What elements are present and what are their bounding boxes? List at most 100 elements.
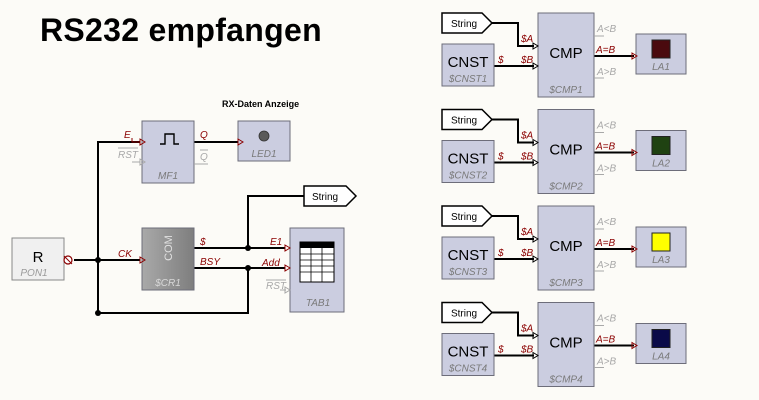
lamp-label: LA2 bbox=[652, 159, 670, 170]
tab-block[interactable]: E1 Add RST TAB1 bbox=[261, 227, 345, 313]
string-tag[interactable]: String bbox=[441, 205, 494, 227]
pulse-icon bbox=[160, 133, 179, 145]
led-block[interactable]: LED1 bbox=[237, 120, 291, 162]
mf-pin-q: Q bbox=[200, 130, 208, 141]
cnst-label: $CNST2 bbox=[448, 171, 488, 182]
string-tag[interactable]: String bbox=[441, 301, 494, 324]
string-tag-label: String bbox=[451, 116, 477, 127]
cmp-symbol: CMP bbox=[549, 335, 582, 352]
cmp-out-gt: A>B bbox=[596, 260, 617, 271]
cnst-pin-s: $ bbox=[497, 248, 504, 259]
cmp-block[interactable]: CMP $CMP2 $A $B A<B A=B A>B bbox=[520, 109, 617, 194]
cnst-symbol: CNST bbox=[448, 54, 489, 71]
scr-symbol: COM bbox=[163, 235, 175, 261]
scr-pin-data: $ bbox=[199, 237, 206, 248]
cmp-pin-a: $A bbox=[520, 34, 534, 45]
led-caption: RX-Daten Anzeige bbox=[222, 99, 300, 109]
cmp-symbol: CMP bbox=[549, 142, 582, 159]
cnst-label: $CNST4 bbox=[448, 364, 488, 375]
cmp-pin-a: $A bbox=[520, 227, 534, 238]
mf-block[interactable]: MF1 E RST Q Q bbox=[118, 120, 208, 184]
scr-block[interactable]: COM $CR1 CK $ BSY bbox=[118, 227, 221, 291]
page-title: RS232 empfangen bbox=[40, 12, 322, 48]
left-wires bbox=[74, 141, 304, 314]
string-tag[interactable]: String bbox=[441, 12, 494, 34]
lamp-block[interactable]: LA2 bbox=[631, 130, 687, 171]
tab-label: TAB1 bbox=[306, 298, 330, 309]
cmp-out-eq: A=B bbox=[595, 142, 616, 153]
cmp-pin-a: $A bbox=[520, 131, 534, 142]
channel-wires bbox=[490, 22, 634, 67]
cnst-pin-s: $ bbox=[497, 345, 504, 356]
cmp-pin-b: $B bbox=[520, 152, 534, 163]
cmp-out-gt: A>B bbox=[596, 164, 617, 175]
cmp-symbol: CMP bbox=[549, 45, 582, 62]
cmp-out-lt: A<B bbox=[596, 24, 617, 35]
cmp-out-lt: A<B bbox=[596, 217, 617, 228]
cnst-label: $CNST3 bbox=[448, 267, 488, 278]
cmp-pin-b: $B bbox=[520, 345, 534, 356]
cmp-symbol: CMP bbox=[549, 238, 582, 255]
cnst-symbol: CNST bbox=[448, 151, 489, 168]
lamp-indicator bbox=[651, 232, 671, 252]
led-label: LED1 bbox=[251, 149, 276, 160]
cmp-out-eq: A=B bbox=[595, 45, 616, 56]
cmp-out-lt: A<B bbox=[596, 314, 617, 325]
cmp-label: $CMP1 bbox=[548, 85, 582, 96]
tab-pin-e1: E1 bbox=[270, 237, 282, 248]
cmp-label: $CMP4 bbox=[548, 375, 583, 386]
cnst-block[interactable]: CNST $CNST4 $ bbox=[441, 333, 504, 376]
cmp-pin-a: $A bbox=[520, 324, 534, 335]
cmp-block[interactable]: CMP$CMP4$A$BA<BA=BA>B bbox=[520, 302, 617, 387]
cnst-block[interactable]: CNST $CNST1 $ bbox=[441, 43, 504, 87]
channel-wires bbox=[490, 215, 634, 260]
led-indicator bbox=[258, 130, 270, 142]
cmp-label: $CMP2 bbox=[548, 182, 583, 193]
lamp-indicator bbox=[651, 136, 671, 155]
lamp-block[interactable]: LA1 bbox=[631, 33, 687, 75]
cnst-block[interactable]: CNST $CNST2 $ bbox=[441, 140, 504, 183]
mf-pin-qn: Q bbox=[200, 152, 208, 163]
pon-label: PON1 bbox=[20, 268, 47, 279]
cmp-out-eq: A=B bbox=[595, 238, 616, 249]
pon-block[interactable]: R PON1 bbox=[11, 234, 73, 281]
cmp-pin-b: $B bbox=[520, 248, 534, 259]
junction-dots bbox=[95, 245, 251, 316]
scr-pin-bsy: BSY bbox=[200, 257, 221, 268]
mf-pin-e: E bbox=[124, 130, 131, 141]
scr-pin-ck: CK bbox=[118, 249, 133, 260]
cnst-pin-s: $ bbox=[497, 55, 504, 66]
string-tag-label: String bbox=[451, 19, 477, 30]
channel-wires bbox=[490, 311, 634, 357]
scr-label: $CR1 bbox=[154, 278, 181, 289]
string-tag[interactable]: String bbox=[441, 108, 494, 131]
cmp-pin-b: $B bbox=[520, 55, 534, 66]
cmp-out-eq: A=B bbox=[595, 335, 616, 346]
pon-symbol: R bbox=[33, 249, 44, 266]
lamp-block[interactable]: LA4 bbox=[631, 323, 687, 364]
string-tag-label: String bbox=[451, 309, 477, 320]
cnst-pin-s: $ bbox=[497, 152, 504, 163]
lamp-label: LA3 bbox=[652, 255, 670, 266]
cnst-symbol: CNST bbox=[448, 344, 489, 361]
string-tag-main[interactable]: String bbox=[303, 185, 358, 207]
cnst-label: $CNST1 bbox=[448, 74, 487, 85]
tab-pin-add: Add bbox=[261, 258, 280, 269]
cmp-block[interactable]: CMP$CMP3$A$BA<BA=BA>B bbox=[520, 205, 617, 291]
lamp-block[interactable]: LA3 bbox=[631, 226, 687, 268]
lamp-indicator bbox=[651, 39, 671, 59]
cnst-block[interactable]: CNST$CNST3$ bbox=[441, 236, 504, 280]
mf-label: MF1 bbox=[158, 171, 178, 182]
string-tag-label: String bbox=[451, 212, 477, 223]
lamp-label: LA4 bbox=[652, 352, 670, 363]
cmp-block[interactable]: CMP$CMP1$A$BA<BA=BA>B bbox=[520, 12, 617, 98]
cmp-out-lt: A<B bbox=[596, 121, 617, 132]
mf-pin-rst: RST bbox=[118, 150, 139, 161]
string-tag-main-label: String bbox=[312, 192, 338, 203]
